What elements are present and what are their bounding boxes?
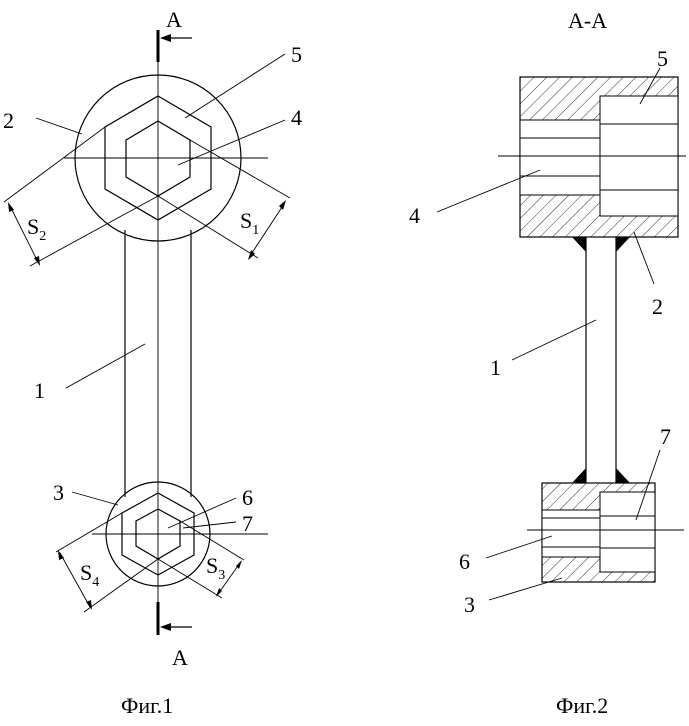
leader-7 — [182, 521, 237, 529]
fig2-label-1: 1 — [490, 355, 501, 380]
label-1: 1 — [34, 378, 45, 403]
fig2-label-7: 7 — [660, 424, 671, 449]
leader-3 — [71, 491, 119, 506]
label-6: 6 — [242, 485, 253, 510]
label-3: 3 — [53, 480, 64, 505]
svg-text:S1: S1 — [240, 208, 259, 238]
dimension-s3: S3 — [157, 520, 245, 599]
large-inner-hole — [519, 119, 601, 196]
s4-letter: S — [80, 560, 92, 585]
figure-2: А-А 5 — [409, 8, 686, 718]
s2-index: 2 — [39, 229, 46, 244]
small-outer-hole — [599, 491, 656, 573]
fig2-label-5: 5 — [657, 46, 668, 71]
weld-top-left — [572, 237, 586, 252]
leader-4-fig2 — [436, 169, 541, 213]
s3-index: 3 — [218, 568, 225, 583]
weld-bottom-right — [616, 468, 630, 483]
small-head-circle — [105, 481, 211, 587]
weld-bottom-left — [572, 468, 586, 483]
leader-1-fig2 — [511, 319, 597, 361]
leader-1 — [65, 343, 146, 389]
dimension-s1: S1 — [157, 139, 291, 260]
figure-1: А А S1 S2 — [3, 7, 302, 718]
section-title: А-А — [568, 8, 607, 33]
fig2-label-2: 2 — [652, 294, 663, 319]
svg-text:S3: S3 — [206, 553, 225, 583]
figure-1-caption: Фиг.1 — [121, 693, 173, 718]
leader-2-fig2 — [633, 231, 655, 285]
leader-4 — [177, 119, 286, 166]
leader-5 — [184, 53, 286, 119]
leader-2 — [35, 117, 83, 135]
small-inner-hole — [541, 509, 601, 558]
large-head-circle — [74, 74, 242, 242]
svg-text:S2: S2 — [27, 214, 46, 244]
section-letter-bottom: А — [172, 645, 188, 670]
s2-letter: S — [27, 214, 39, 239]
fig2-label-6: 6 — [459, 549, 470, 574]
dimension-s4: S4 — [55, 512, 159, 613]
fig2-label-3: 3 — [464, 592, 475, 617]
leader-7-fig2 — [635, 449, 661, 521]
label-7: 7 — [242, 511, 253, 536]
leader-5-fig2 — [639, 67, 661, 105]
fig2-label-4: 4 — [409, 203, 420, 228]
label-4: 4 — [291, 105, 302, 130]
leader-3-fig2 — [488, 577, 563, 601]
leader-6-fig2 — [485, 535, 553, 559]
s1-index: 1 — [252, 223, 259, 238]
svg-text:S4: S4 — [80, 560, 99, 590]
s3-letter: S — [206, 553, 218, 578]
dimension-s2: S2 — [3, 126, 159, 267]
section-arrowhead-bottom — [160, 623, 171, 631]
s4-index: 4 — [92, 575, 99, 590]
section-letter-top: А — [166, 7, 182, 32]
section-arrowhead-top — [160, 34, 171, 42]
label-5: 5 — [291, 42, 302, 67]
leader-6 — [167, 497, 237, 529]
figure-2-caption: Фиг.2 — [556, 693, 608, 718]
label-2: 2 — [3, 108, 14, 133]
weld-top-right — [616, 237, 630, 252]
s1-letter: S — [240, 208, 252, 233]
